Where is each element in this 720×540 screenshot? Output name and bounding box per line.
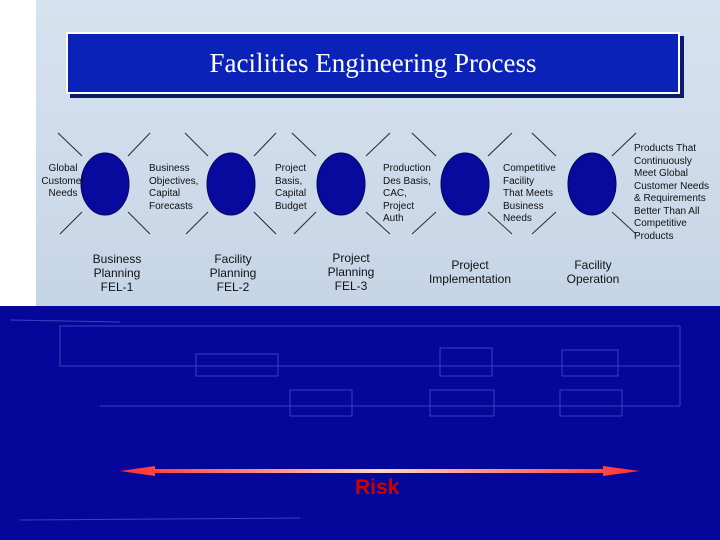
connector-line (411, 132, 437, 157)
dark-lower-panel (0, 306, 720, 540)
connector-line (487, 132, 513, 157)
implementation-node (440, 152, 490, 216)
slide-title: Facilities Engineering Process (209, 48, 537, 78)
connector-line (531, 211, 557, 235)
connector-line (59, 211, 83, 235)
fel1-node (80, 152, 130, 216)
fel3-node (316, 152, 366, 216)
connector-line (253, 132, 277, 157)
connector-line (365, 132, 391, 157)
background-box (561, 349, 619, 377)
connector-line (487, 211, 513, 235)
risk-arrow (120, 466, 640, 476)
fel2-node (206, 152, 256, 216)
background-box (289, 389, 353, 417)
operation-node (567, 152, 617, 216)
background-box (429, 389, 495, 417)
connector-line (253, 211, 277, 235)
connector-line (185, 211, 209, 235)
background-box (439, 347, 493, 377)
process-flow-diagram (57, 132, 637, 235)
background-line (9, 319, 121, 323)
connector-line (611, 132, 637, 157)
connector-line (184, 132, 209, 157)
connector-line (611, 211, 637, 235)
risk-label: Risk (355, 476, 400, 499)
connector-line (57, 132, 83, 157)
connector-line (127, 132, 151, 157)
background-box (559, 389, 623, 417)
connector-line (127, 211, 151, 235)
title-banner: Facilities Engineering Process (66, 32, 680, 94)
background-line (19, 517, 301, 521)
connector-line (291, 132, 317, 157)
connector-line (365, 211, 391, 235)
connector-line (531, 132, 557, 157)
connector-line (411, 211, 437, 235)
background-box (195, 353, 279, 377)
connector-line (293, 211, 317, 235)
